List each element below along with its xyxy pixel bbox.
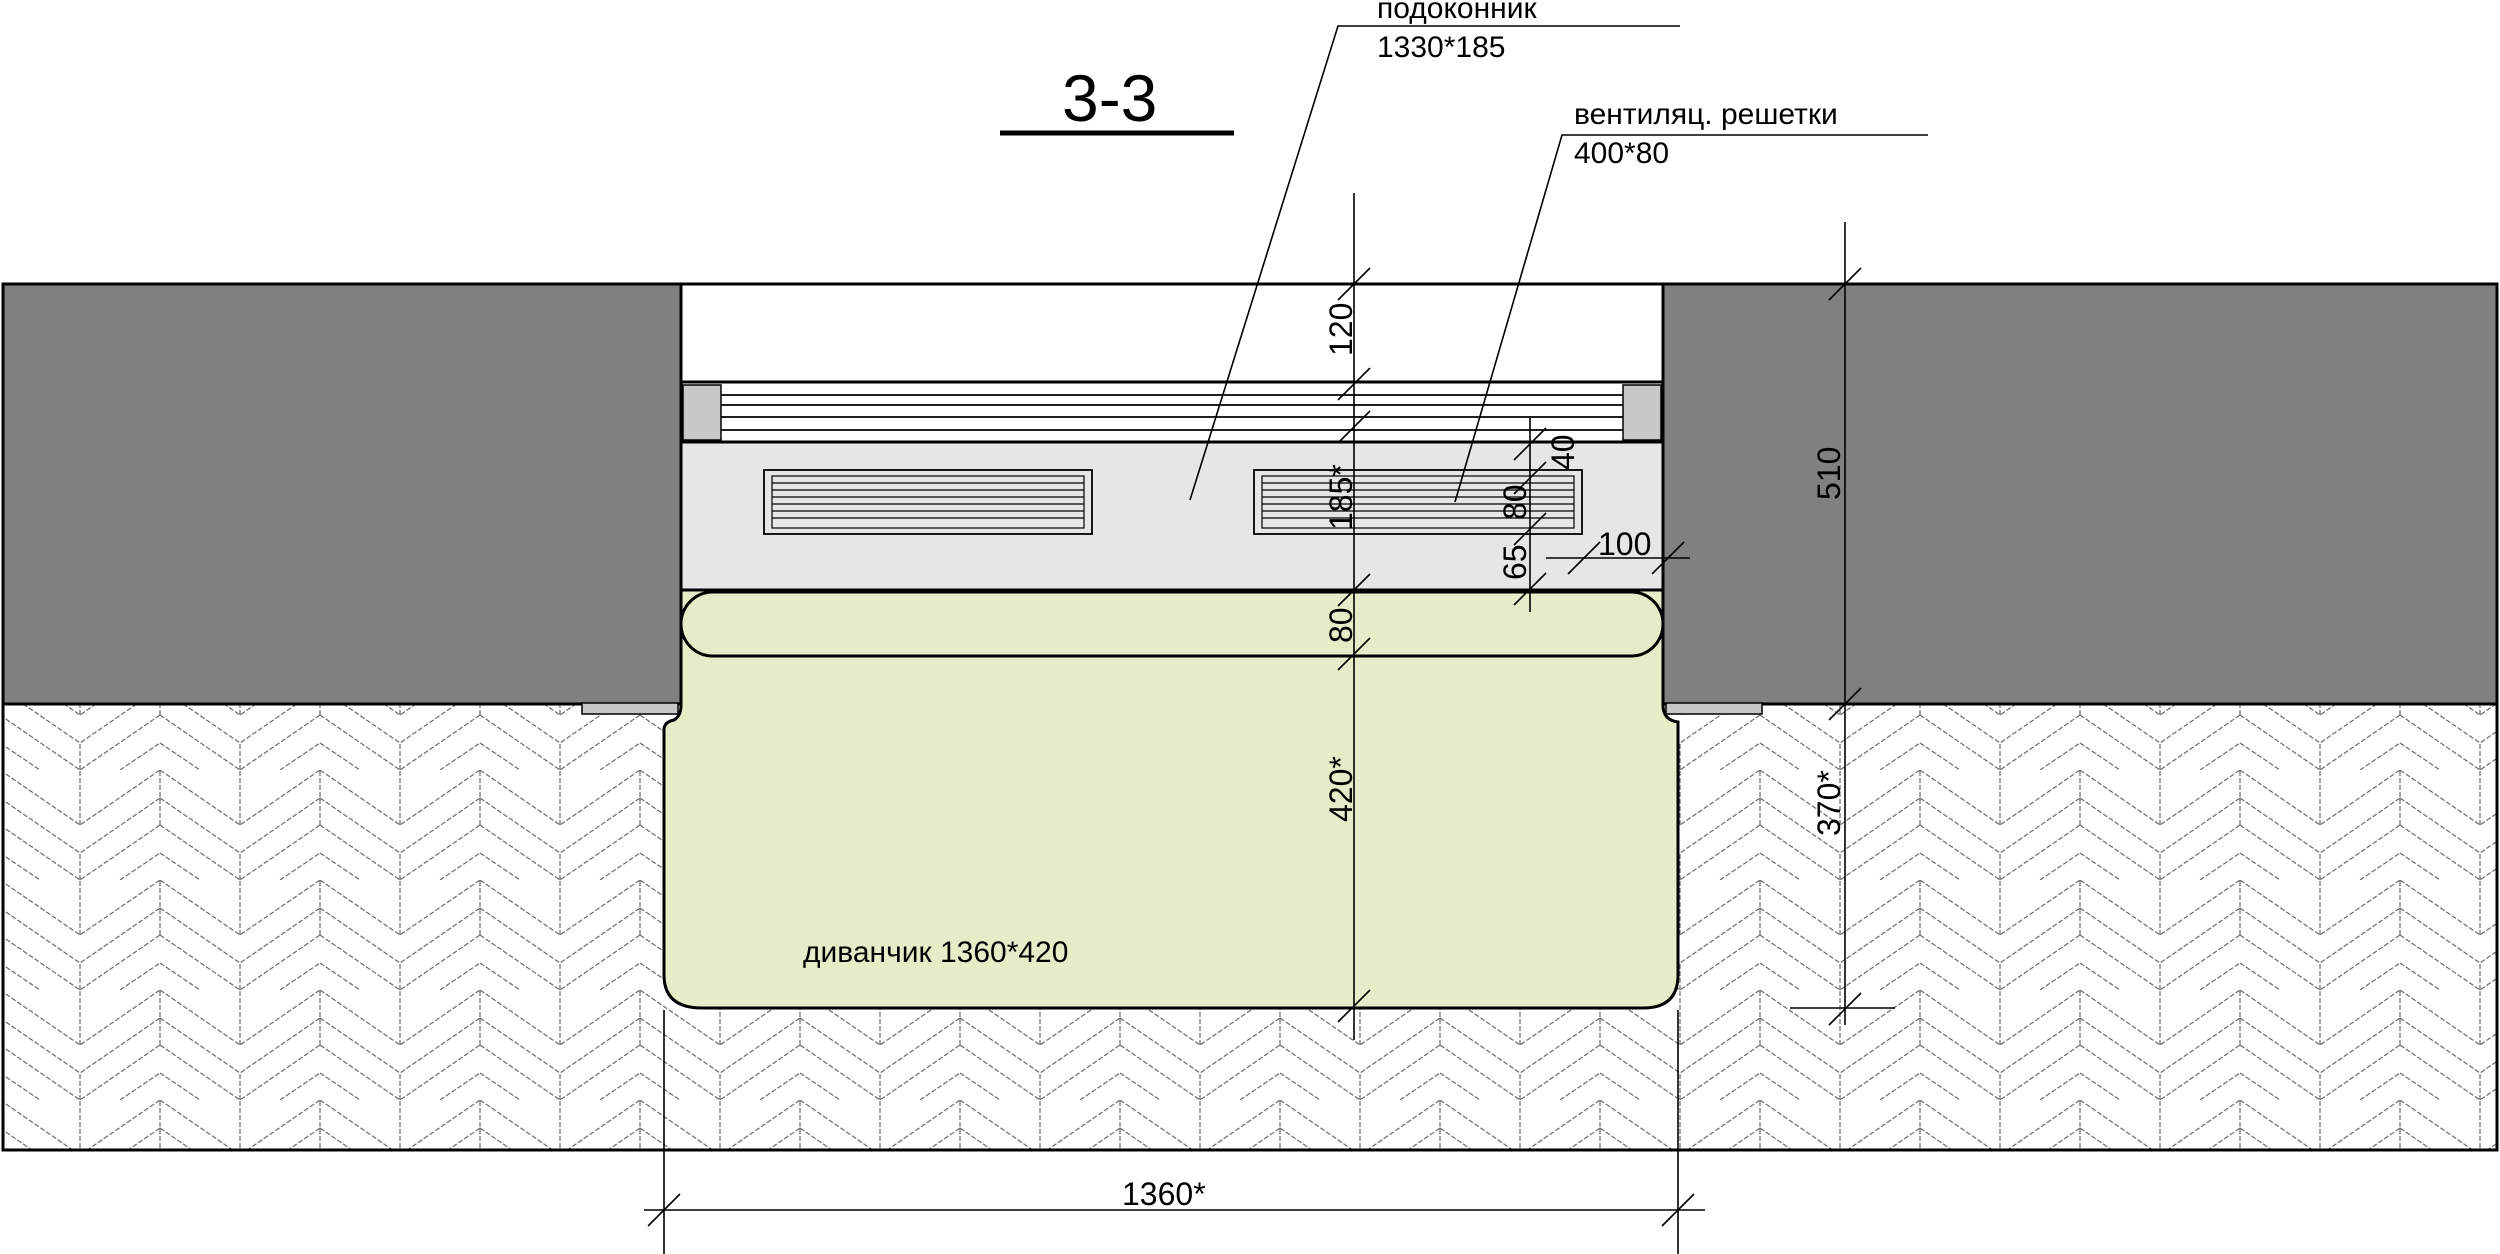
window-niche bbox=[679, 282, 1665, 386]
frame-lines bbox=[721, 394, 1623, 431]
bench-cushion bbox=[679, 590, 1665, 658]
dim-chain-right bbox=[1790, 222, 1895, 1026]
grilles-callout-size: 400*80 bbox=[1574, 137, 1669, 170]
bench-label: диванчик 1360*420 bbox=[803, 936, 1068, 969]
dim-chain-grille bbox=[1513, 418, 1547, 612]
leader-sill bbox=[1189, 25, 1680, 501]
dim-text-100: 100 bbox=[1598, 526, 1651, 562]
dim-text-420: 420* bbox=[1323, 756, 1359, 822]
sill-callout-size: 1330*185 bbox=[1377, 31, 1505, 64]
grilles-callout-name: вентиляц. решетки bbox=[1574, 98, 1838, 131]
dim-text-65: 65 bbox=[1497, 544, 1533, 580]
dim-text-80-left: 80 bbox=[1323, 607, 1359, 643]
sill-callout-name: подоконник bbox=[1377, 0, 1537, 25]
dim-text-510: 510 bbox=[1811, 447, 1847, 500]
trim-right bbox=[1665, 702, 1763, 715]
wall-left bbox=[1, 282, 683, 706]
dim-text-1360: 1360* bbox=[1122, 1176, 1206, 1212]
bench-body bbox=[662, 588, 1680, 1010]
dim-text-40: 40 bbox=[1545, 434, 1581, 470]
dim-1360 bbox=[644, 1010, 1705, 1254]
section-title: 3-3 bbox=[1062, 61, 1157, 135]
leader-grilles bbox=[1454, 134, 1928, 503]
dim-text-370: 370* bbox=[1811, 770, 1847, 836]
dim-text-185: 185* bbox=[1323, 464, 1359, 530]
vent-grille-left bbox=[763, 469, 1093, 535]
dim-text-80-right: 80 bbox=[1497, 484, 1533, 520]
window-frame-strip bbox=[679, 380, 1665, 444]
dim-text-120: 120 bbox=[1323, 303, 1359, 356]
frame-block-left bbox=[682, 384, 722, 441]
frame-block-right bbox=[1622, 384, 1662, 441]
vent-grille-right bbox=[1253, 469, 1583, 535]
dim-100 bbox=[1546, 541, 1690, 575]
dim-chain-center bbox=[1337, 193, 1371, 1040]
trim-left bbox=[581, 702, 679, 715]
wall-right bbox=[1661, 282, 2499, 706]
